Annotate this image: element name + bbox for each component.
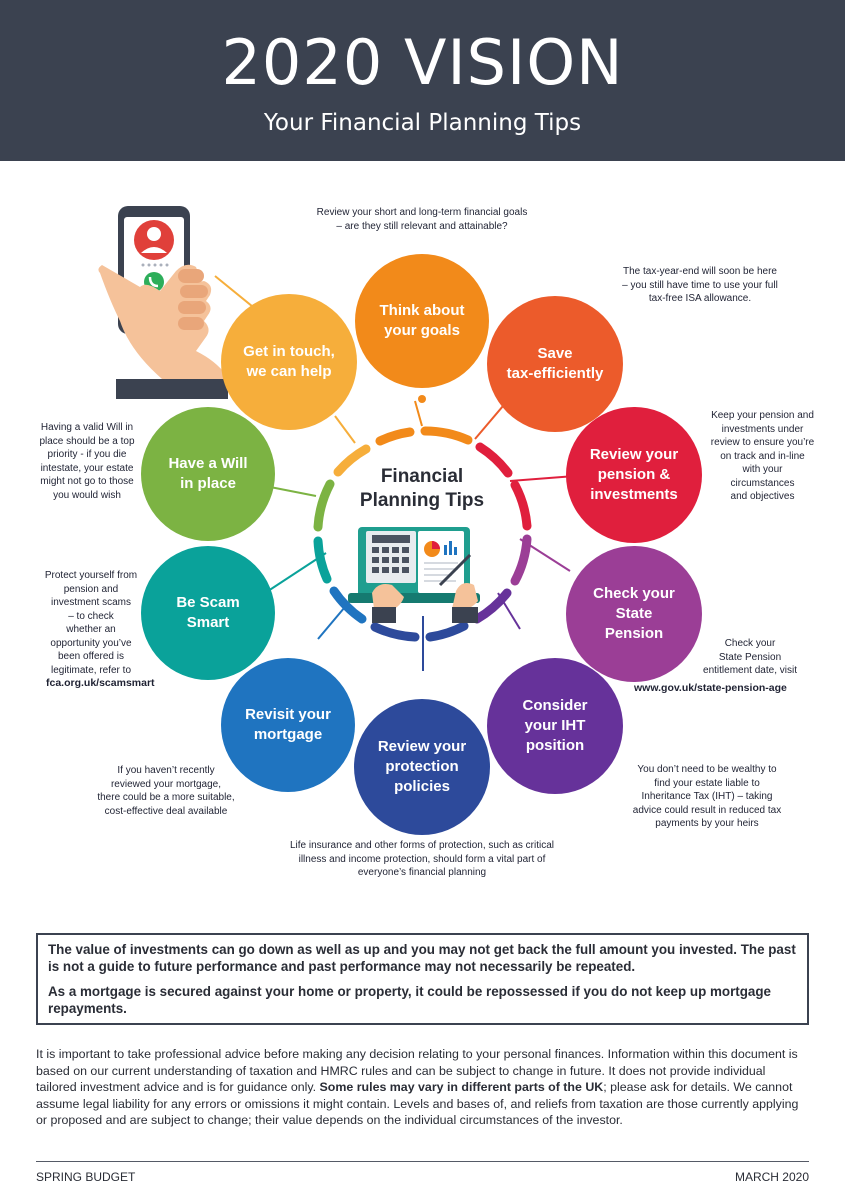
risk-warning-box: The value of investments can go down as … (36, 933, 809, 1025)
footer-divider (36, 1161, 809, 1162)
header-banner: 2020 VISION Your Financial Planning Tips (0, 0, 845, 161)
calculator-laptop-icon (348, 527, 480, 623)
smartphone-hand-icon (98, 206, 228, 399)
footer-right: MARCH 2020 (734, 1170, 809, 1184)
disclaimer: It is important to take professional adv… (36, 1047, 799, 1127)
page-subtitle: Your Financial Planning Tips (263, 110, 582, 136)
note-tax: The tax-year-end will soon be here– you … (622, 266, 778, 304)
center-title: Financial Planning Tips (359, 466, 485, 511)
investment-warning: The value of investments can go down as … (48, 942, 796, 974)
mortgage-warning: As a mortgage is secured against your ho… (48, 984, 771, 1016)
tip-get-in-touch: Get in touch,we can help (221, 294, 357, 430)
note-goals: Review your short and long-term financia… (316, 207, 528, 232)
note-protection: Life insurance and other forms of protec… (289, 840, 555, 878)
scam-smart-link[interactable]: fca.org.uk/scamsmart (46, 677, 155, 689)
page-title: 2020 VISION (221, 26, 624, 99)
wheel-graphics (98, 206, 576, 671)
state-pension-link[interactable]: www.gov.uk/state-pension-age (634, 682, 787, 694)
footer-left: SPRING BUDGET (36, 1170, 136, 1184)
